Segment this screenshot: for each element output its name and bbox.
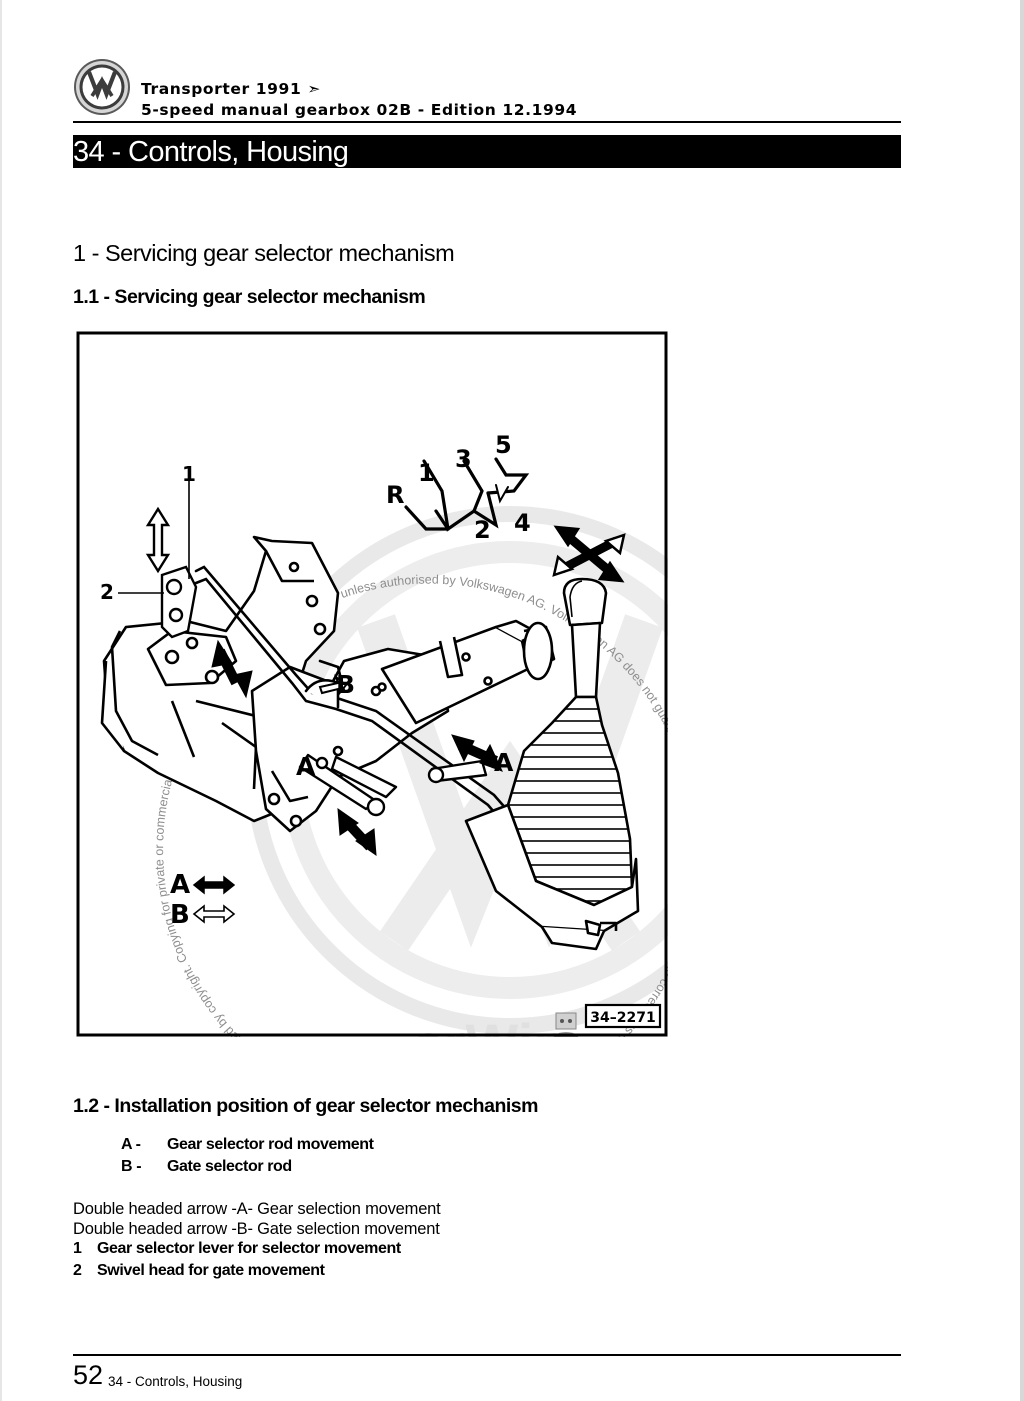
callout-2: 2 xyxy=(100,580,114,604)
svg-text:1: 1 xyxy=(418,459,435,487)
vertical-movement-arrow xyxy=(145,506,171,574)
svg-text:3: 3 xyxy=(455,445,472,473)
subsection-title-2: 1.2 - Installation position of gear sele… xyxy=(73,1095,538,1117)
page-edge-left xyxy=(0,0,2,1401)
callout-leaders xyxy=(118,481,190,594)
chapter-banner: 34 - Controls, Housing xyxy=(73,135,901,168)
double-arrow-outline-icon xyxy=(192,904,236,924)
watermark-brand: erWin xyxy=(412,1012,567,1037)
footer-section: 34 - Controls, Housing xyxy=(108,1374,243,1389)
page-number: 52 xyxy=(73,1360,104,1390)
note-line-a: Double headed arrow -A- Gear selection m… xyxy=(73,1200,441,1218)
legend-item-a: A -Gear selector rod movement xyxy=(121,1136,374,1153)
gate-direction-arrow xyxy=(552,525,626,583)
extension-housing xyxy=(377,619,556,725)
svg-text:R: R xyxy=(386,481,404,509)
gear-selector-figure: erWin Protected by copyright. Copying fo… xyxy=(76,331,668,1037)
vw-logo xyxy=(74,59,130,115)
swivel-head xyxy=(160,565,198,639)
page-edge-right xyxy=(1020,0,1024,1401)
header-model: Transporter 1991 ➣ xyxy=(141,80,321,98)
legend-item-b: B -Gate selector rod xyxy=(121,1158,292,1175)
callout-1: 1 xyxy=(182,462,196,486)
header-divider xyxy=(73,121,901,123)
svg-text:5: 5 xyxy=(495,431,512,459)
key-b: B xyxy=(170,900,190,930)
callout-a-right: A xyxy=(494,748,514,777)
gear-lever xyxy=(464,577,640,951)
footer-divider xyxy=(73,1354,901,1356)
arrow-icon: ➣ xyxy=(307,80,321,98)
gate-arrow-small xyxy=(318,674,348,698)
shift-pattern-diagram xyxy=(404,457,530,532)
double-arrow-solid-icon xyxy=(192,875,236,895)
figure-ref: 34–2271 xyxy=(590,1010,655,1026)
selector-linkage xyxy=(298,753,488,817)
callout-a-left: A xyxy=(296,752,316,781)
figure-ref-box: 34–2271 xyxy=(584,1003,662,1029)
svg-text:2: 2 xyxy=(474,516,491,544)
header-subtitle: 5-speed manual gearbox 02B - Edition 12.… xyxy=(141,101,578,119)
note-line-b: Double headed arrow -B- Gate selection m… xyxy=(73,1220,440,1238)
callout-b: B xyxy=(336,670,355,699)
arrow-key: A B xyxy=(170,870,236,930)
subsection-title: 1.1 - Servicing gear selector mechanism xyxy=(73,286,426,308)
svg-text:4: 4 xyxy=(514,509,531,537)
chapter-title: 34 - Controls, Housing xyxy=(73,136,349,168)
key-a: A xyxy=(170,870,190,900)
direction-arrows xyxy=(211,639,503,857)
shift-pattern-labels: R 1 2 3 4 5 xyxy=(386,431,531,544)
section-title: 1 - Servicing gear selector mechanism xyxy=(73,240,455,266)
